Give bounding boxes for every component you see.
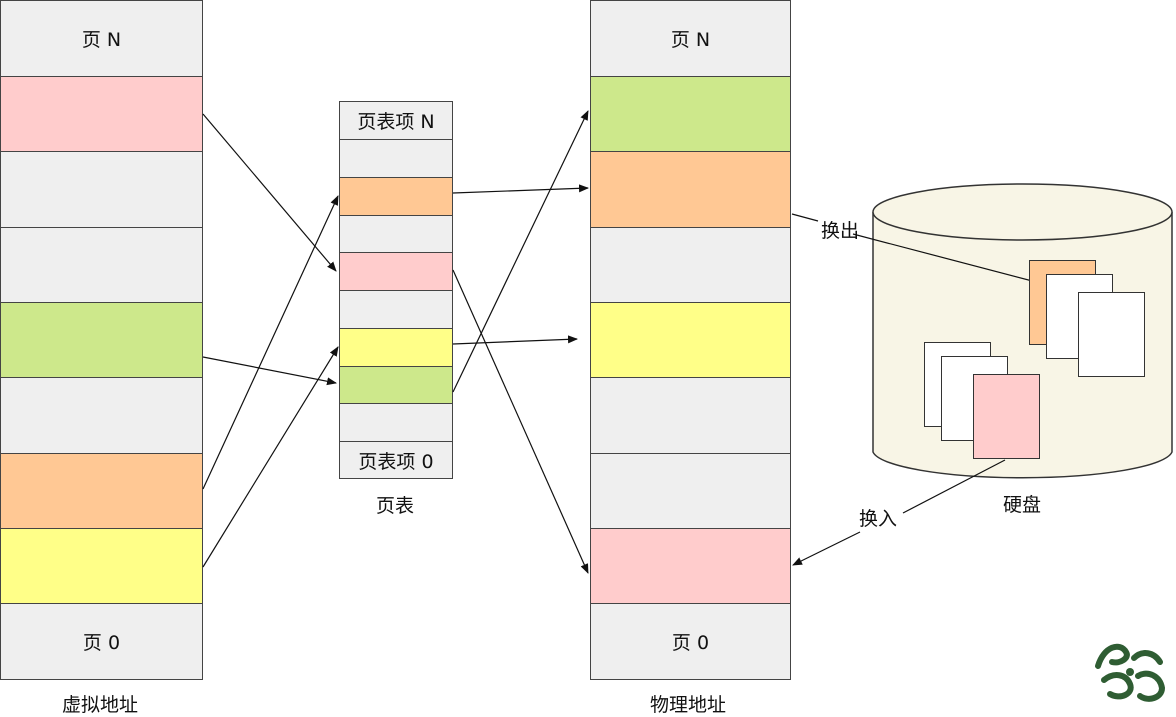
physical-page-pink xyxy=(590,528,791,604)
swap-in-label: 换入 xyxy=(859,508,898,530)
virtual-address-caption: 虚拟地址 xyxy=(62,694,139,716)
disk-page-white xyxy=(1078,292,1145,377)
physical-page-yellow xyxy=(590,302,791,378)
physical-page-0: 页 0 xyxy=(590,603,791,680)
physical-page-n: 页 N xyxy=(590,0,791,77)
dragon-calligraphy-stamp-icon xyxy=(1095,643,1166,702)
arrow-swap-in-to-physical xyxy=(792,531,861,566)
swap-out-label: 换出 xyxy=(821,220,860,242)
virtual-page-n: 页 N xyxy=(0,0,203,77)
virtual-page-orange xyxy=(0,453,203,529)
virtual-page-gray xyxy=(0,377,203,454)
arrow-table-pink-to-physical xyxy=(452,269,589,574)
page-table-entry-yellow xyxy=(339,328,453,367)
page-table-entry xyxy=(339,215,453,253)
physical-page-n-label: 页 N xyxy=(670,29,711,51)
virtual-page-yellow xyxy=(0,528,203,604)
arrow-table-orange-to-physical xyxy=(452,184,589,194)
arrow-table-green-to-physical xyxy=(452,110,589,393)
physical-page-0-label: 页 0 xyxy=(671,632,710,654)
virtual-page-gray xyxy=(0,227,203,303)
virtual-page-pink xyxy=(0,76,203,152)
virtual-page-gray xyxy=(0,151,203,228)
arrow-swap-in-from-disk xyxy=(902,459,1006,514)
page-table-entry-n-label: 页表项 N xyxy=(357,111,435,133)
page-table-entry-pink xyxy=(339,252,453,291)
page-table-entry-n: 页表项 N xyxy=(339,101,453,140)
arrow-swap-out-to-disk xyxy=(852,233,1041,285)
physical-page-orange xyxy=(590,151,791,228)
arrow-green-to-table xyxy=(202,356,337,386)
virtual-page-0-label: 页 0 xyxy=(82,632,121,654)
disk-page-pink xyxy=(973,374,1040,459)
disk-caption: 硬盘 xyxy=(1003,494,1042,516)
page-table-caption: 页表 xyxy=(376,495,415,517)
virtual-page-0: 页 0 xyxy=(0,603,203,680)
arrow-yellow-to-table xyxy=(202,346,339,568)
arrow-table-yellow-to-physical xyxy=(452,335,578,345)
arrow-pink-to-table xyxy=(202,113,337,272)
physical-page-gray xyxy=(590,453,791,529)
page-table-entry-0: 页表项 0 xyxy=(339,441,453,479)
page-table-entry-green xyxy=(339,366,453,404)
arrow-orange-to-table xyxy=(202,195,339,490)
physical-address-caption: 物理地址 xyxy=(650,694,727,716)
virtual-page-n-label: 页 N xyxy=(81,29,122,51)
page-table-entry-0-label: 页表项 0 xyxy=(358,450,434,473)
arrow-swap-out xyxy=(791,213,819,222)
